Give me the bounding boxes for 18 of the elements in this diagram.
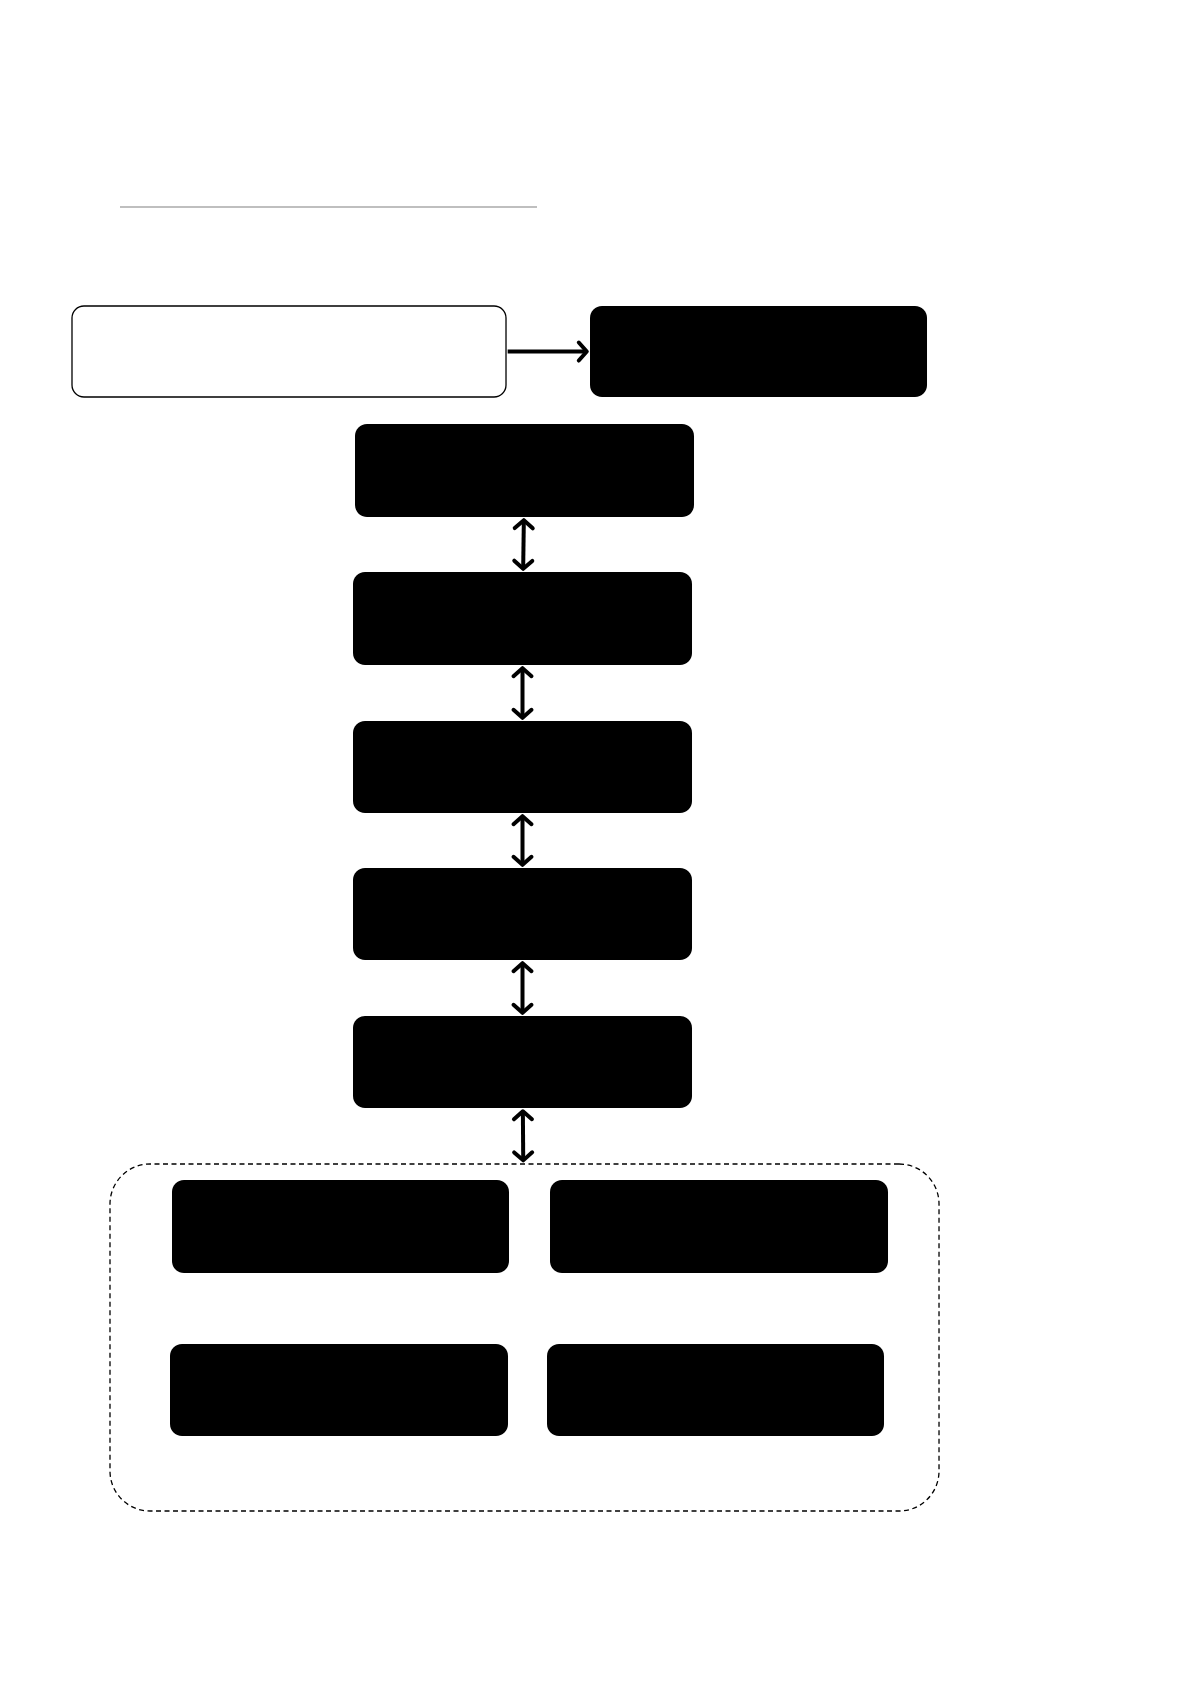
arrow xyxy=(511,814,534,867)
process-box xyxy=(170,1344,508,1436)
process-box xyxy=(353,1016,692,1108)
arrow xyxy=(511,666,534,720)
process-box xyxy=(71,305,507,398)
process-box xyxy=(355,424,694,517)
process-box xyxy=(547,1344,884,1436)
arrow xyxy=(511,961,534,1015)
arrow xyxy=(507,340,589,363)
arrow xyxy=(511,1109,535,1163)
process-box xyxy=(353,868,692,960)
arrow xyxy=(512,518,535,571)
process-box xyxy=(353,721,692,813)
group-box xyxy=(109,1163,940,1512)
process-box xyxy=(550,1180,888,1273)
process-box xyxy=(353,572,692,665)
process-box xyxy=(590,306,927,397)
process-box xyxy=(172,1180,509,1273)
